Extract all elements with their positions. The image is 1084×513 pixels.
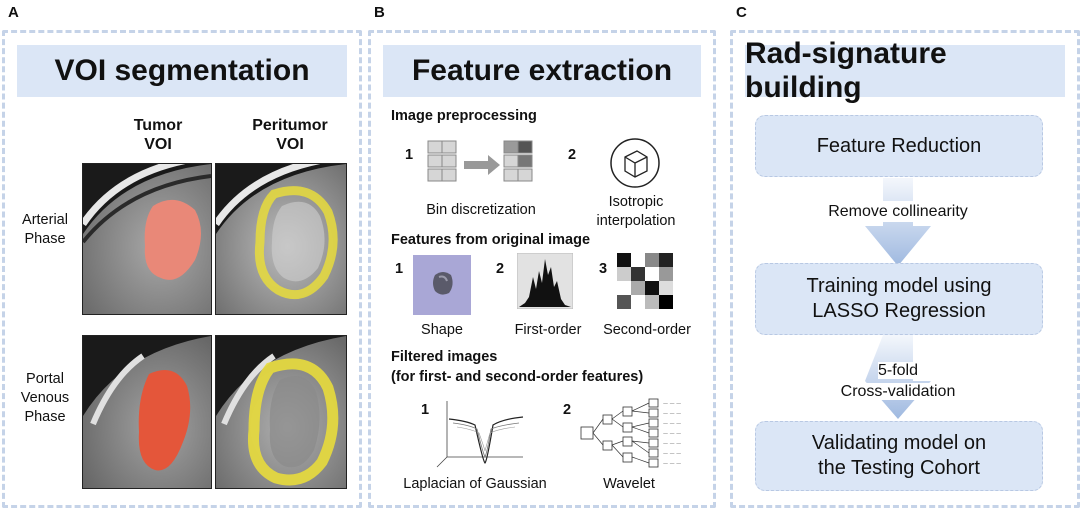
panel-feature-extraction: Feature extraction Image preprocessing 1… [368, 30, 716, 508]
ct-arterial-peritumor [215, 163, 347, 315]
row-label-arterial: Arterial Phase [22, 212, 68, 247]
svg-text:— — —: — — — [663, 461, 681, 467]
original-num-2: 2 [496, 261, 505, 277]
texture-matrix-icon [617, 253, 673, 309]
label-laplacian-of-gaussian: Laplacian of Gaussian [403, 476, 547, 492]
row-label-portal-venous: Portal Venous Phase [20, 371, 70, 425]
filtered-num-1: 1 [421, 402, 430, 418]
panel-b-letter: B [374, 4, 385, 21]
preproc-num-1: 1 [405, 147, 414, 163]
panel-b-title: Feature extraction [383, 45, 701, 97]
laplacian-gaussian-icon [436, 401, 524, 468]
wavelet-tree-icon: — — — — — — — — — — — — — — — — — — — — — [580, 398, 681, 468]
label-shape: Shape [421, 322, 463, 338]
shape-feature-icon [413, 255, 471, 315]
ct-portal-peritumor [215, 335, 347, 489]
panel-a-title: VOI segmentation [17, 45, 347, 97]
svg-text:— — —: — — — [663, 451, 681, 457]
heading-image-preprocessing: Image preprocessing [391, 108, 537, 124]
svg-text:— — —: — — — [663, 431, 681, 437]
preproc-num-2: 2 [568, 147, 577, 163]
svg-text:— — —: — — — [663, 421, 681, 427]
column-label-peritumor: Peritumor VOI [252, 117, 328, 153]
panel-a-letter: A [8, 4, 19, 21]
ct-portal-tumor [82, 335, 212, 489]
ct-arterial-tumor [82, 163, 212, 315]
label-remove-collinearity: Remove collinearity [733, 201, 1063, 222]
original-num-3: 3 [599, 261, 608, 277]
panel-rad-signature: Rad-signature building Feature Reduction… [730, 30, 1080, 508]
tumor-voi-portal [138, 370, 191, 471]
peritumor-ring-arterial [254, 186, 338, 300]
heading-original-features: Features from original image [391, 232, 591, 248]
heading-filtered-images: Filtered images (for first- and second-o… [391, 349, 644, 385]
label-bin-discretization: Bin discretization [426, 202, 536, 218]
peritumor-ring-portal [247, 358, 339, 486]
panel-c-title: Rad-signature building [745, 37, 1065, 104]
label-first-order: First-order [514, 322, 582, 338]
label-isotropic-interpolation: Isotropic interpolation [596, 194, 676, 229]
svg-text:— — —: — — — [663, 441, 681, 447]
histogram-icon [517, 253, 573, 309]
original-num-1: 1 [395, 261, 404, 277]
bin-discretization-icon [427, 140, 533, 182]
label-cross-validation: 5-fold Cross-validation [840, 362, 956, 400]
filtered-num-2: 2 [563, 402, 572, 418]
label-wavelet: Wavelet [603, 476, 655, 492]
step-training-lasso: Training model using LASSO Regression [755, 263, 1043, 335]
isotropic-cube-icon [610, 138, 660, 188]
column-label-tumor: Tumor VOI [133, 117, 183, 153]
label-second-order: Second-order [603, 322, 691, 338]
step-feature-reduction: Feature Reduction [755, 115, 1043, 177]
arrow-down-icon [865, 178, 931, 266]
svg-text:— — —: — — — [663, 401, 681, 407]
tumor-voi-arterial [144, 199, 201, 280]
panel-c-letter: C [736, 4, 747, 21]
svg-text:— — —: — — — [663, 411, 681, 417]
step-validating-model: Validating model on the Testing Cohort [755, 421, 1043, 491]
panel-voi-segmentation: VOI segmentation Tumor VOI Peritumor VOI… [2, 30, 362, 508]
